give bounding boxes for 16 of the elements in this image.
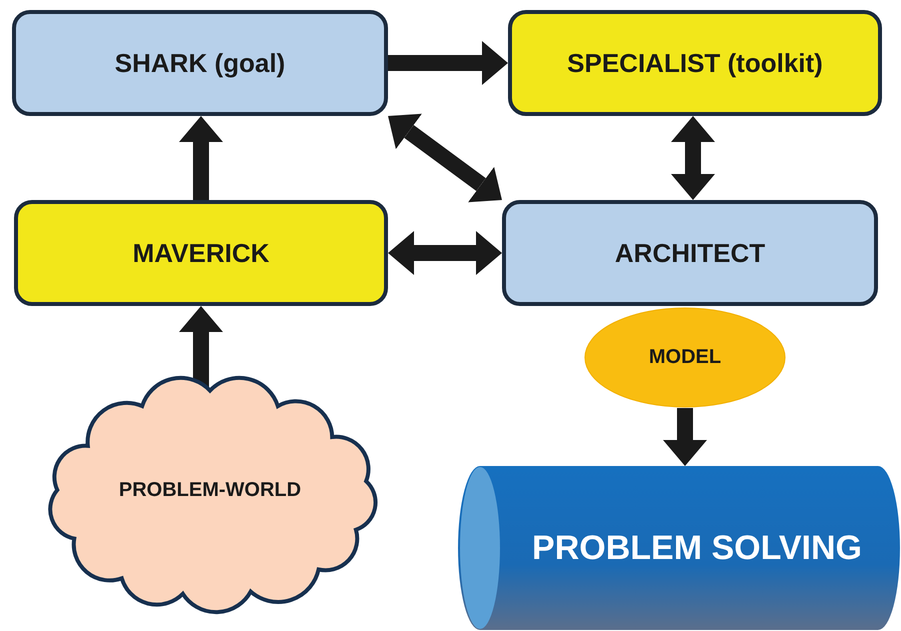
arrow: [179, 116, 223, 200]
arrow: [671, 116, 715, 200]
node-label: PROBLEM SOLVING: [532, 528, 862, 568]
node-label: MODEL: [648, 346, 722, 369]
node-label: SPECIALIST (toolkit): [567, 48, 823, 78]
arrow: [388, 41, 508, 85]
process-box: [502, 200, 878, 306]
process-box: [12, 10, 388, 116]
arrow: [388, 114, 502, 202]
node-label: SHARK (goal): [114, 48, 286, 78]
process-box: [14, 200, 388, 306]
node-label: PROBLEM-WORLD: [118, 478, 302, 502]
arrow: [663, 408, 707, 466]
node-label: ARCHITECT: [614, 238, 766, 268]
node-label: MAVERICK: [132, 238, 270, 268]
process-box: [508, 10, 882, 116]
